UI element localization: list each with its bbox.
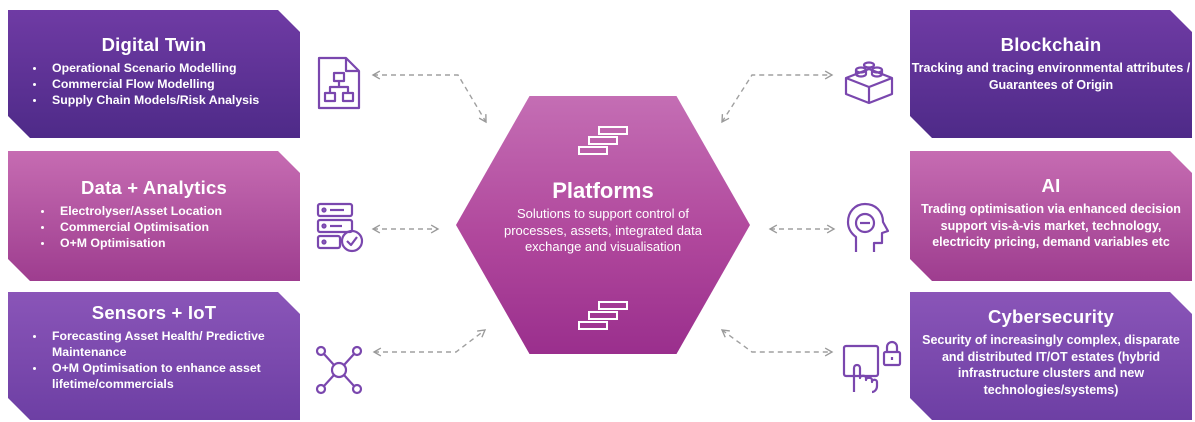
bullet-list: Operational Scenario Modelling Commercia…: [8, 60, 300, 108]
arrow-cybersecurity: [720, 329, 834, 357]
card-description: Security of increasingly complex, dispar…: [922, 333, 1180, 397]
card-title: Sensors + IoT: [91, 302, 217, 323]
head-minus-icon: [846, 202, 890, 252]
digital-twin-card: Digital Twin Operational Scenario Modell…: [8, 10, 300, 138]
cybersecurity-card: Cybersecurity Security of increasingly c…: [910, 292, 1192, 420]
list-item: Commercial Optimisation: [54, 219, 300, 235]
blocks-icon: [844, 61, 894, 105]
center-description: Solutions to support control of processe…: [504, 206, 703, 254]
stairs-top-icon: [578, 126, 628, 155]
list-item: O+M Optimisation to enhance asset lifeti…: [46, 360, 300, 392]
data-analytics-card: Data + Analytics Electrolyser/Asset Loca…: [8, 151, 300, 281]
server-check-icon: [316, 202, 364, 253]
center-title: Platforms: [552, 178, 654, 203]
card-title: Digital Twin: [101, 34, 207, 55]
card-title: Data + Analytics: [81, 177, 227, 198]
list-item: Forecasting Asset Health/ Predictive Mai…: [46, 328, 300, 360]
list-item: Electrolyser/Asset Location: [54, 203, 300, 219]
blockchain-card: Blockchain Tracking and tracing environm…: [910, 10, 1192, 138]
ai-card: AI Trading optimisation via enhanced dec…: [910, 151, 1192, 281]
stairs-bottom-icon: [578, 301, 628, 330]
card-title: Cybersecurity: [988, 306, 1114, 327]
list-item: Operational Scenario Modelling: [46, 60, 300, 76]
network-node-icon: [315, 345, 363, 395]
arrow-digital-twin: [371, 70, 487, 124]
sensors-iot-card: Sensors + IoT Forecasting Asset Health/ …: [8, 292, 300, 420]
card-description: Trading optimisation via enhanced decisi…: [921, 202, 1181, 249]
list-item: Commercial Flow Modelling: [46, 76, 300, 92]
hand-lock-icon: [842, 340, 902, 394]
arrow-blockchain: [721, 70, 834, 124]
bullet-list: Electrolyser/Asset Location Commercial O…: [8, 203, 300, 251]
arrow-sensors-iot: [372, 329, 487, 357]
list-item: Supply Chain Models/Risk Analysis: [46, 92, 300, 108]
document-hierarchy-icon: [317, 56, 361, 110]
bullet-list: Forecasting Asset Health/ Predictive Mai…: [8, 328, 300, 392]
list-item: O+M Optimisation: [54, 235, 300, 251]
platforms-hexagon: Platforms Solutions to support control o…: [456, 96, 750, 354]
card-title: Blockchain: [1000, 34, 1102, 55]
card-description: Tracking and tracing environmental attri…: [911, 61, 1191, 92]
card-title: AI: [1041, 175, 1061, 196]
